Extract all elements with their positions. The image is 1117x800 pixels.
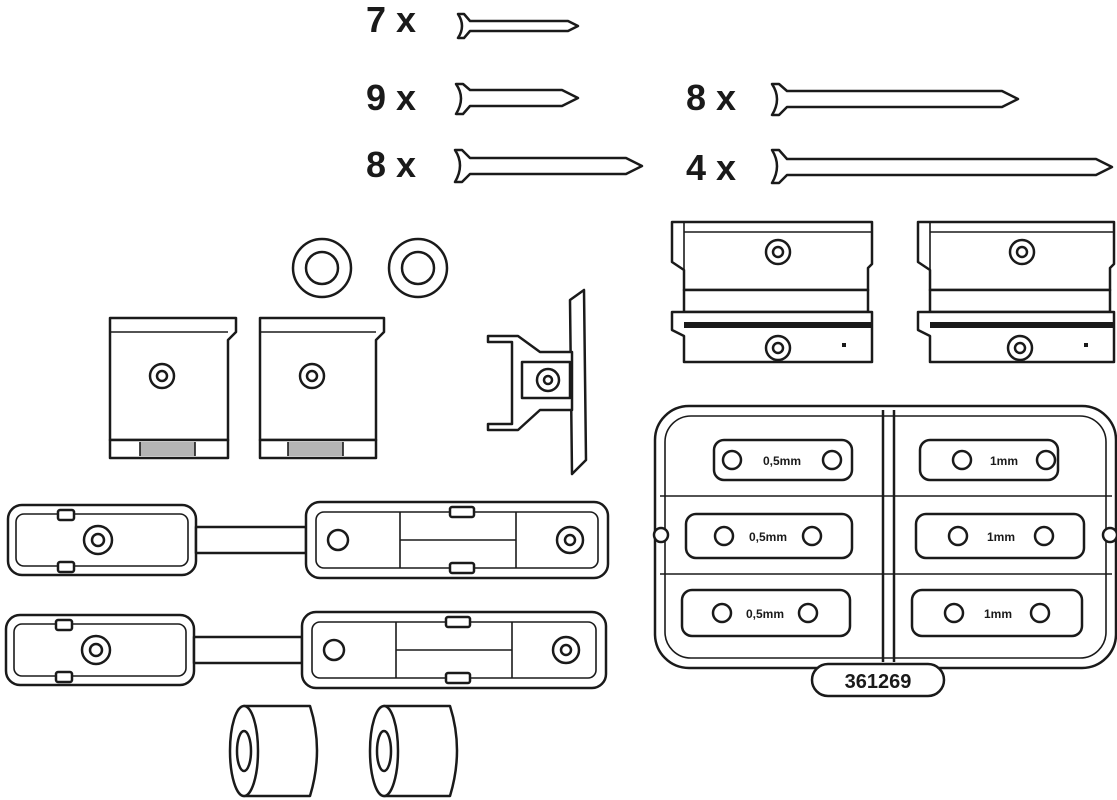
shim-thickness-label: 0,5mm bbox=[749, 530, 787, 544]
screw-quantity-label: 8 x bbox=[366, 144, 416, 185]
short-screw bbox=[456, 12, 580, 40]
long-screw bbox=[453, 148, 644, 184]
mounting-clip bbox=[108, 316, 238, 460]
cylindrical-sleeve bbox=[368, 704, 459, 798]
screw-group-5: 4 x bbox=[686, 147, 1114, 188]
long-mounting-plate bbox=[6, 500, 610, 580]
spacer-shim-sheet: 0,5mm 1mm 0,5mm 1mm 0,5mm bbox=[652, 404, 1117, 698]
extra-long-screw bbox=[770, 148, 1114, 185]
shim-thickness-label: 1mm bbox=[984, 607, 1012, 621]
part-number-tab: 361269 bbox=[810, 662, 946, 698]
cylindrical-sleeve bbox=[228, 704, 319, 798]
washer bbox=[291, 237, 353, 299]
shim-thickness-label: 1mm bbox=[990, 454, 1018, 468]
shim-thickness-label: 0,5mm bbox=[763, 454, 801, 468]
screw-quantity-label: 4 x bbox=[686, 147, 736, 188]
screw-group-2: 9 x bbox=[366, 77, 580, 118]
shim-thickness-label: 0,5mm bbox=[746, 607, 784, 621]
medium-screw bbox=[454, 82, 580, 116]
hinge-block bbox=[916, 220, 1116, 364]
mounting-clip bbox=[258, 316, 386, 460]
shim-tab: 0,5mm bbox=[712, 438, 854, 482]
part-number: 361269 bbox=[845, 671, 912, 693]
long-mounting-plate bbox=[4, 610, 608, 690]
screw-quantity-label: 8 x bbox=[686, 77, 736, 118]
washer bbox=[387, 237, 449, 299]
screw-quantity-label: 7 x bbox=[366, 0, 416, 40]
hinge-block bbox=[670, 220, 874, 364]
screw-group-3: 8 x bbox=[366, 144, 644, 185]
screw-group-4: 8 x bbox=[686, 77, 1020, 118]
shim-tab: 0,5mm bbox=[680, 588, 852, 638]
screw-quantity-label: 9 x bbox=[366, 77, 416, 118]
screw-group-1: 7 x bbox=[366, 0, 580, 40]
shim-thickness-label: 1mm bbox=[987, 530, 1015, 544]
shim-tab: 1mm bbox=[914, 512, 1086, 560]
shim-tab: 1mm bbox=[918, 438, 1060, 482]
long-screw bbox=[770, 82, 1020, 117]
shim-tab: 1mm bbox=[910, 588, 1084, 638]
shim-tab: 0,5mm bbox=[684, 512, 854, 560]
angle-bracket bbox=[486, 288, 588, 476]
